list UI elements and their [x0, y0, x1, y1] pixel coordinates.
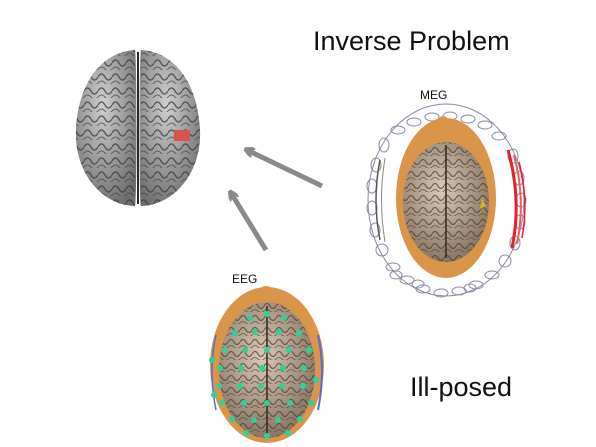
- eeg-to-source-arrow: [231, 193, 269, 252]
- meg-to-source-arrow: [247, 150, 324, 189]
- meg-sensor-field-right: [506, 149, 526, 249]
- meg-label: MEG: [420, 88, 448, 102]
- eeg-label: EEG: [232, 272, 258, 286]
- source-brain: [75, 50, 201, 206]
- eeg-head: [209, 286, 324, 443]
- source-patch: [174, 130, 190, 141]
- arrows: [231, 150, 324, 252]
- eeg-electrodes: [209, 311, 319, 439]
- ill-posed-label: Ill-posed: [410, 372, 513, 402]
- meg-head: [366, 103, 527, 298]
- meg-sensor-field-left: [375, 157, 386, 243]
- title: Inverse Problem: [313, 26, 510, 56]
